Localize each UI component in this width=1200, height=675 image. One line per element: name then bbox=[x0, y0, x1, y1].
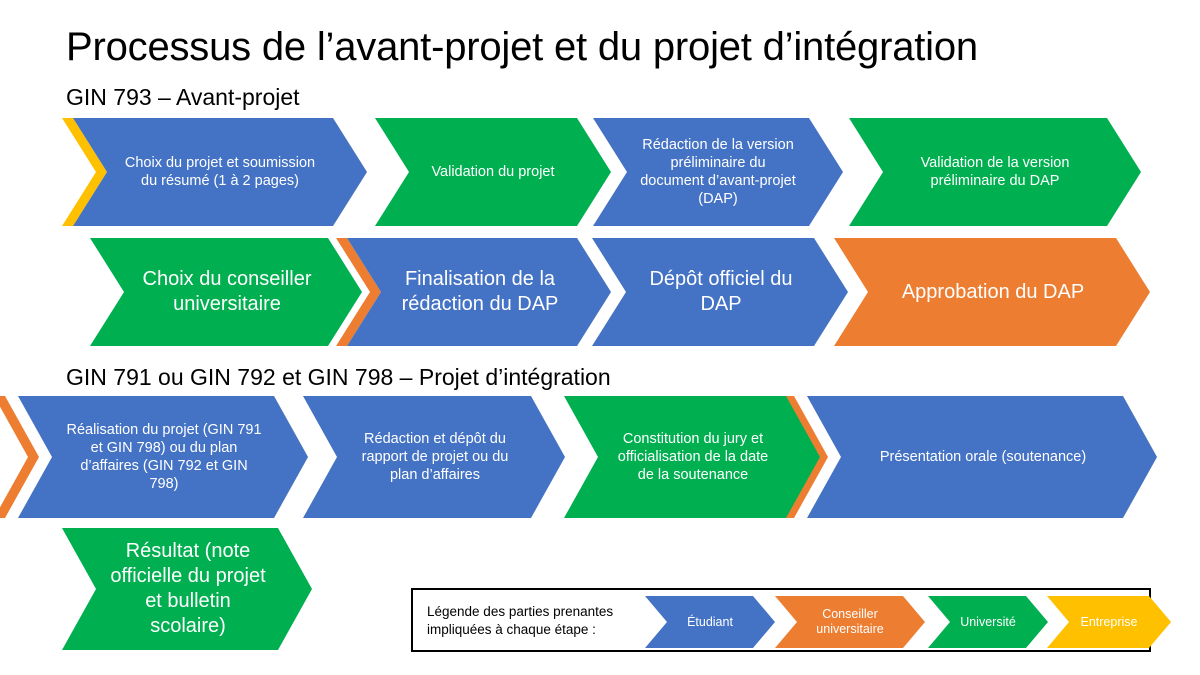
process-step[interactable]: Dépôt officiel du DAP bbox=[592, 238, 848, 346]
process-step-label: Choix du projet et soumission du résumé … bbox=[124, 155, 316, 189]
process-step[interactable]: Approbation du DAP bbox=[834, 238, 1150, 346]
process-step[interactable]: Rédaction de la version préliminaire du … bbox=[593, 118, 843, 226]
section-heading-avant-projet: GIN 793 – Avant-projet bbox=[66, 84, 300, 110]
legend-box: Légende des parties prenantes impliquées… bbox=[411, 588, 1171, 652]
process-step[interactable]: Validation du projet bbox=[375, 118, 611, 226]
process-step-label: Réalisation du projet (GIN 791 et GIN 79… bbox=[66, 422, 262, 492]
legend-item[interactable]: Étudiant bbox=[645, 596, 775, 648]
process-step-label: Résultat (note officielle du projet et b… bbox=[110, 540, 266, 637]
process-step[interactable]: Rédaction et dépôt du rapport de projet … bbox=[303, 396, 565, 518]
process-step-label: Validation du projet bbox=[431, 164, 555, 180]
legend-item[interactable]: Entreprise bbox=[1047, 596, 1171, 648]
process-step[interactable]: Réalisation du projet (GIN 791 et GIN 79… bbox=[18, 396, 308, 518]
process-step-label: Choix du conseiller universitaire bbox=[142, 268, 312, 315]
legend-item-label: Université bbox=[960, 614, 1016, 629]
process-step-label: Rédaction de la version préliminaire du … bbox=[640, 137, 796, 207]
process-step-label: Validation de la version préliminaire du… bbox=[920, 155, 1070, 189]
process-step[interactable]: Présentation orale (soutenance) bbox=[807, 396, 1157, 518]
legend-caption: Légende des parties prenantes impliquées… bbox=[427, 604, 614, 637]
process-step-label: Finalisation de la rédaction du DAP bbox=[401, 268, 559, 315]
process-step[interactable]: Choix du projet et soumission du résumé … bbox=[73, 118, 367, 226]
section-heading-projet-integration: GIN 791 ou GIN 792 et GIN 798 – Projet d… bbox=[66, 364, 611, 390]
process-step[interactable]: Résultat (note officielle du projet et b… bbox=[62, 528, 312, 650]
legend-item[interactable]: Université bbox=[928, 596, 1048, 648]
process-step[interactable]: Constitution du jury et officialisation … bbox=[564, 396, 820, 518]
legend-item-label: Entreprise bbox=[1080, 614, 1138, 629]
process-step[interactable]: Choix du conseiller universitaire bbox=[90, 238, 362, 346]
process-step[interactable]: Validation de la version préliminaire du… bbox=[849, 118, 1141, 226]
process-step-label: Dépôt officiel du DAP bbox=[649, 268, 793, 315]
process-step-label: Présentation orale (soutenance) bbox=[879, 449, 1087, 465]
legend-item[interactable]: Conseiller universitaire bbox=[775, 596, 925, 648]
process-step-label: Rédaction et dépôt du rapport de projet … bbox=[361, 431, 509, 483]
process-step[interactable]: Finalisation de la rédaction du DAP bbox=[347, 238, 611, 346]
process-step-label: Approbation du DAP bbox=[901, 280, 1085, 303]
legend-item-label: Conseiller universitaire bbox=[816, 607, 884, 636]
page-title: Processus de l’avant-projet et du projet… bbox=[66, 25, 978, 69]
legend-item-label: Étudiant bbox=[687, 614, 733, 629]
process-step-label: Constitution du jury et officialisation … bbox=[617, 431, 769, 483]
